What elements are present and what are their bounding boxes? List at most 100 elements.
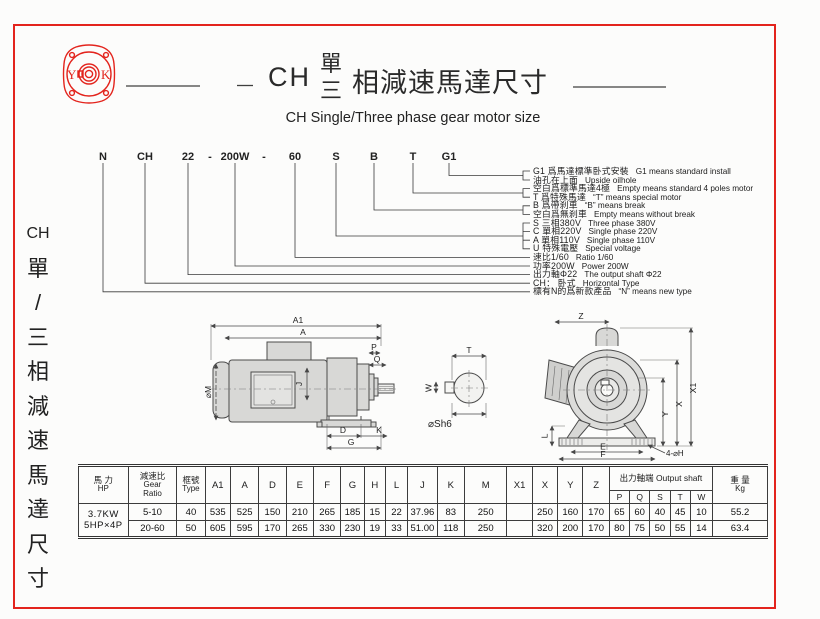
legend-en: Upside oilhole <box>585 175 637 185</box>
model-code-token-60: 60 <box>288 151 302 163</box>
cell: 55 <box>669 520 691 538</box>
table-row: 20-60 50 605 595 170 265 330 230 19 33 5… <box>79 520 768 538</box>
legend-zh: 油孔在上面 <box>533 174 578 185</box>
legend-en: Single phase 220V <box>588 227 658 237</box>
cell: 40 <box>176 503 206 521</box>
model-code-token-s: S <box>332 151 340 163</box>
legend-zh: 標有N的爲新款產品 <box>533 286 612 297</box>
page-border <box>13 24 776 609</box>
svg-text:A: A <box>300 327 306 337</box>
col-header-x: X <box>531 465 559 504</box>
cell: 50 <box>649 520 671 538</box>
logo-letter-y: Y <box>67 67 77 82</box>
col-header-k: K <box>436 465 465 504</box>
cell: 118 <box>436 520 465 538</box>
legend-en: Special voltage <box>585 244 641 254</box>
cell: 33 <box>384 520 409 538</box>
sidebar-char: 馬 <box>26 462 49 488</box>
cell: 605 <box>204 520 231 538</box>
cell: 535 <box>204 503 231 521</box>
legend-zh: 空白爲無刹車 <box>533 208 587 219</box>
col-header-z: Z <box>582 465 610 504</box>
legend-zh: 速比1/60 <box>533 251 569 262</box>
legend-line: 油孔在上面 Upside oilhole <box>533 175 753 184</box>
col-header-a: A <box>229 465 260 504</box>
svg-text:W: W <box>424 384 434 392</box>
cell: 10 <box>689 503 714 521</box>
connector-b <box>373 163 530 215</box>
model-code-dash: - <box>208 151 212 163</box>
col-header-gear-ratio: 減速比 Gear Ratio <box>127 465 178 504</box>
legend-zh: 功率200W <box>533 260 575 271</box>
side-view-drawing: A1 A ⌀M J P Q D K G <box>203 315 396 451</box>
col-header-l: L <box>384 465 409 504</box>
sidebar-char: / <box>34 290 42 315</box>
sidebar-char: 寸 <box>26 566 49 591</box>
legend-en: Horizontal Type <box>582 278 640 288</box>
svg-text:P: P <box>371 342 377 352</box>
cell: 80 <box>608 520 631 538</box>
col-header-f: F <box>312 465 342 504</box>
cell: 250 <box>463 503 508 521</box>
page-subtitle: CH Single/Three phase gear motor size <box>285 110 541 126</box>
cell <box>506 520 533 538</box>
cell: 320 <box>531 520 559 538</box>
legend-en: Power 200W <box>581 261 629 271</box>
legend-zh: A 單相110V <box>533 234 580 245</box>
page-title-stack: 單 三 <box>314 50 348 104</box>
legend-en: Three phase 380V <box>588 218 656 228</box>
col-header-t: T <box>669 490 691 504</box>
connector-200w <box>234 163 530 267</box>
svg-text:F: F <box>600 449 605 459</box>
sidebar-char: 達 <box>26 497 49 522</box>
sidebar-char: 尺 <box>26 531 49 557</box>
model-code-dash: - <box>262 151 266 163</box>
svg-text:T: T <box>466 345 471 355</box>
cell: 83 <box>436 503 465 521</box>
svg-text:⌀Sh6: ⌀Sh6 <box>428 419 452 430</box>
cell: 5-10 <box>127 503 178 521</box>
brand-logo: Y K <box>62 44 116 104</box>
svg-text:J: J <box>294 382 304 386</box>
cell: 37.96 <box>407 503 438 521</box>
cell <box>506 503 533 521</box>
model-code-token-ch: CH <box>137 151 153 163</box>
cell: 22 <box>384 503 409 521</box>
legend-line: CH： 卧式 Horizontal Type <box>533 278 753 287</box>
model-code-token-g1: G1 <box>441 151 457 163</box>
cell: 160 <box>557 503 584 521</box>
sidebar-char: 相 <box>26 359 49 384</box>
model-code-token-200w: 200W <box>220 151 250 163</box>
sidebar-char: 單 <box>26 255 49 281</box>
legend-zh: CH： 卧式 <box>533 277 576 288</box>
col-header-d: D <box>258 465 287 504</box>
cell: 75 <box>629 520 651 538</box>
connector-n <box>102 163 530 293</box>
legend-en: “B” means break <box>584 201 646 211</box>
legend-line: 功率200W Power 200W <box>533 261 753 270</box>
svg-text:X: X <box>674 401 684 407</box>
shaft-section-drawing: T W ⌀Sh6 <box>424 345 488 430</box>
legend-en: “N” means new type <box>618 287 692 297</box>
cell: 40 <box>649 503 671 521</box>
logo-face-circle <box>66 51 112 97</box>
cell: 170 <box>582 520 610 538</box>
legend-zh: 出力軸Φ22 <box>533 269 578 280</box>
cell: 51.00 <box>407 520 438 538</box>
col-header-y: Y <box>557 465 584 504</box>
legend-line: T 爲特殊馬達“T” means special motor <box>533 192 753 201</box>
legend-zh: 空白爲標準馬達4極 <box>533 183 611 194</box>
page-title-prefix: CH <box>268 62 311 92</box>
